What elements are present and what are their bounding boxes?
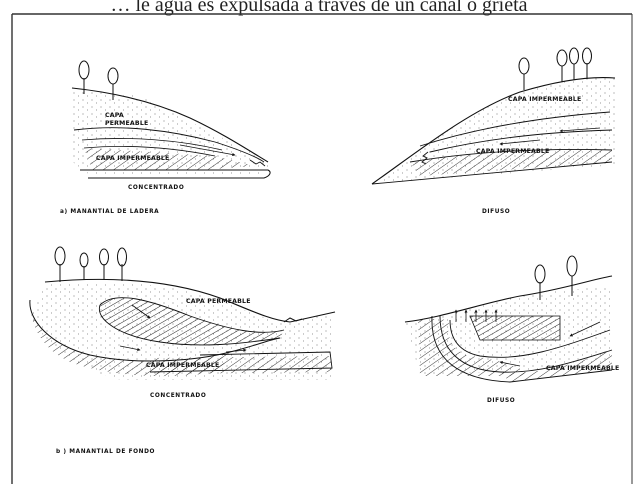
layer-label: CAPA IMPERMEABLE [546,365,619,372]
layer-label: CAPA [105,112,124,119]
diagram-fondo-difuso: CAPA IMPERMEABLE DIFUSO [405,256,619,404]
tree-icon [100,249,109,280]
tree-icon [557,50,567,82]
tree-icon [55,247,65,282]
layer-label: PERMEABLE [105,120,148,127]
caption-difuso: DIFUSO [487,398,515,404]
layer-label: CAPA PERMEABLE [186,298,251,305]
diagram-ladera-difuso: CAPA IMPERMEABLE CAPA IMPERMEABLE DIFUSO [372,48,615,215]
section-title-a: a) MANANTIAL DE LADERA [60,209,159,215]
tree-icon [570,48,579,80]
caption-concentrado: CONCENTRADO [150,393,206,399]
layer-label: CAPA IMPERMEABLE [96,155,169,162]
layer-label: CAPA IMPERMEABLE [508,96,581,103]
tree-icon [80,253,88,280]
section-title-b: b ) MANANTIAL DE FONDO [56,449,155,455]
tree-icon [519,58,529,90]
caption-difuso: DIFUSO [482,209,510,215]
caption-concentrado: CONCENTRADO [128,185,184,191]
diagram-ladera-concentrado: CAPA PERMEABLE CAPA IMPERMEABLE CONCENTR… [70,61,270,191]
layer-label: CAPA IMPERMEABLE [476,148,549,155]
diagram-fondo-concentrado: CAPA PERMEABLE CAPA IMPERMEABLE CONCENTR… [30,247,335,399]
tree-icon [583,48,592,79]
layer-label: CAPA IMPERMEABLE [146,362,219,369]
tree-icon [118,248,127,281]
